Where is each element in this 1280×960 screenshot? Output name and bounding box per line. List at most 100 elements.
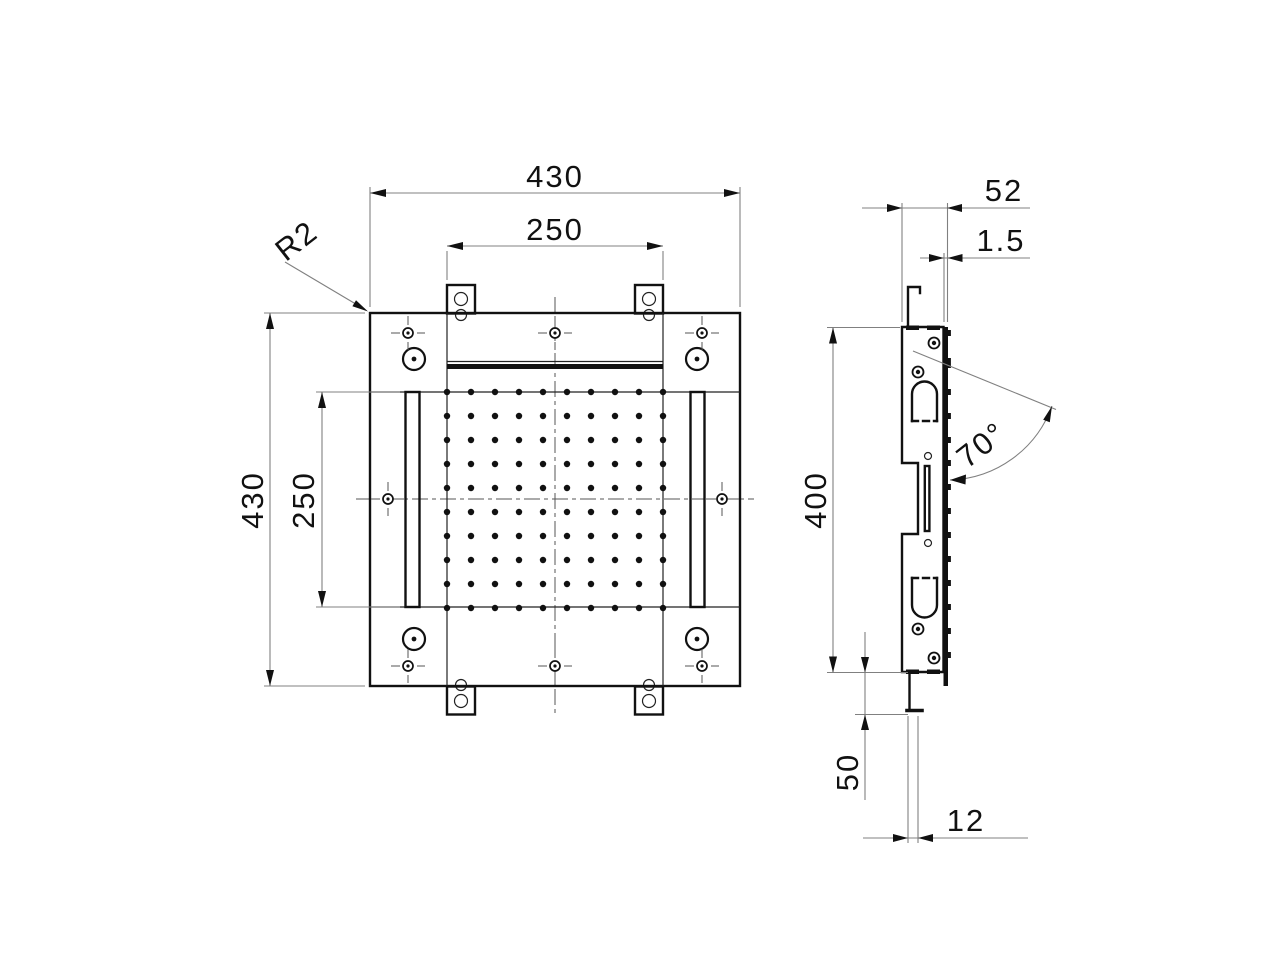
side-body-outline [900, 325, 945, 674]
nozzle-dot [611, 436, 619, 444]
nozzle-dot [515, 484, 523, 492]
nozzle-dot [491, 484, 499, 492]
nozzle-dot [515, 556, 523, 564]
screw-hole-center [931, 655, 937, 661]
dim-inner-width: 250 [446, 212, 664, 280]
screw-hole [911, 622, 925, 636]
nozzle-bump [947, 330, 951, 336]
nozzle-dot [491, 436, 499, 444]
nozzle-dot [635, 604, 643, 612]
nozzle-dot [491, 532, 499, 540]
nozzle-dot [563, 532, 571, 540]
nozzle-dot [491, 508, 499, 516]
nozzle-dot [587, 460, 595, 468]
screw-hole [927, 651, 941, 665]
nozzle-dot [491, 580, 499, 588]
dim-frame-height-label: 400 [798, 471, 833, 529]
nozzle-bump [947, 358, 951, 368]
nozzle-dot [539, 412, 547, 420]
nozzle-dot [635, 388, 643, 396]
nozzle-dot [611, 484, 619, 492]
dim-outlet-drop: 50 [830, 632, 908, 800]
nozzle-dot [539, 484, 547, 492]
nozzle-dot [515, 460, 523, 468]
nozzle-dot [515, 436, 523, 444]
nozzle-dot [515, 508, 523, 516]
nozzle-dot [635, 484, 643, 492]
nozzle-dot [539, 556, 547, 564]
nozzle-dot [563, 556, 571, 564]
dim-spray-angle: 70° [912, 350, 1057, 485]
screw-hole-center [915, 369, 921, 375]
nozzle-bump [947, 460, 951, 466]
nozzle-dot [467, 604, 475, 612]
dim-spray-angle-label: 70° [950, 415, 1013, 475]
nozzle-dot [563, 580, 571, 588]
nozzle-dot [563, 412, 571, 420]
nozzle-dot [515, 580, 523, 588]
dim-panel-thickness-label: 1.5 [976, 223, 1025, 258]
dim-overall-width: 430 [369, 159, 741, 307]
nozzle-dot [467, 556, 475, 564]
nozzle-bump [947, 604, 951, 610]
nozzle-dot [443, 388, 451, 396]
nozzle-dot [515, 412, 523, 420]
nozzle-dot [611, 460, 619, 468]
fixing-hole-center [406, 331, 410, 335]
nozzle-dot [611, 532, 619, 540]
nozzle-dot [443, 604, 451, 612]
dim-overall-height-label: 430 [235, 471, 270, 529]
fixing-hole-center [553, 331, 557, 335]
nozzle-dot [491, 604, 499, 612]
nozzle-dot [563, 388, 571, 396]
nozzle-dot [491, 412, 499, 420]
front-view [356, 283, 754, 716]
dim-inner-width-label: 250 [526, 212, 584, 247]
nozzle-bump [947, 389, 951, 395]
nozzle-dot [635, 532, 643, 540]
nozzle-dot [611, 556, 619, 564]
nozzle-dot [467, 460, 475, 468]
fixing-hole-center [700, 331, 704, 335]
side-obround-bottom [910, 576, 939, 619]
nozzle-dot [635, 436, 643, 444]
dim-corner-radius-label: R2 [269, 214, 325, 268]
nozzle-dot [659, 388, 667, 396]
nozzle-dot [491, 388, 499, 396]
nozzle-bump [947, 484, 951, 490]
side-inlet-channel [923, 464, 931, 533]
corner-spots [401, 346, 710, 652]
nozzle-dot [635, 556, 643, 564]
dim-overall-height: 430 [235, 312, 365, 687]
nozzle-dot [467, 484, 475, 492]
nozzle-dot [659, 460, 667, 468]
nozzle-dot [659, 532, 667, 540]
nozzle-dots [443, 388, 667, 612]
nozzle-bump [947, 532, 951, 538]
nozzle-dot [611, 604, 619, 612]
side-pin-hole-top [923, 451, 933, 461]
dim-outlet-drop-label: 50 [830, 753, 865, 791]
nozzle-dot [515, 604, 523, 612]
nozzle-dot [587, 556, 595, 564]
nozzle-bump [947, 652, 951, 658]
nozzle-dot [611, 412, 619, 420]
nozzle-bump [947, 628, 951, 634]
nozzle-dot [587, 412, 595, 420]
nozzle-dot [563, 508, 571, 516]
dim-corner-radius: R2 [269, 214, 368, 312]
dim-inner-height-label: 250 [286, 471, 321, 529]
nozzle-dot [563, 460, 571, 468]
side-screw-holes [911, 336, 941, 665]
nozzle-dot [443, 484, 451, 492]
nozzle-dot [659, 604, 667, 612]
nozzle-dot [659, 556, 667, 564]
screw-hole-center [915, 626, 921, 632]
nozzle-dot [491, 460, 499, 468]
side-pin-hole-bottom [923, 538, 933, 548]
fixing-holes [371, 316, 739, 683]
nozzle-dot [659, 484, 667, 492]
dim-depth: 52 [862, 173, 1030, 322]
nozzle-bump [947, 580, 951, 586]
nozzle-dot [515, 388, 523, 396]
